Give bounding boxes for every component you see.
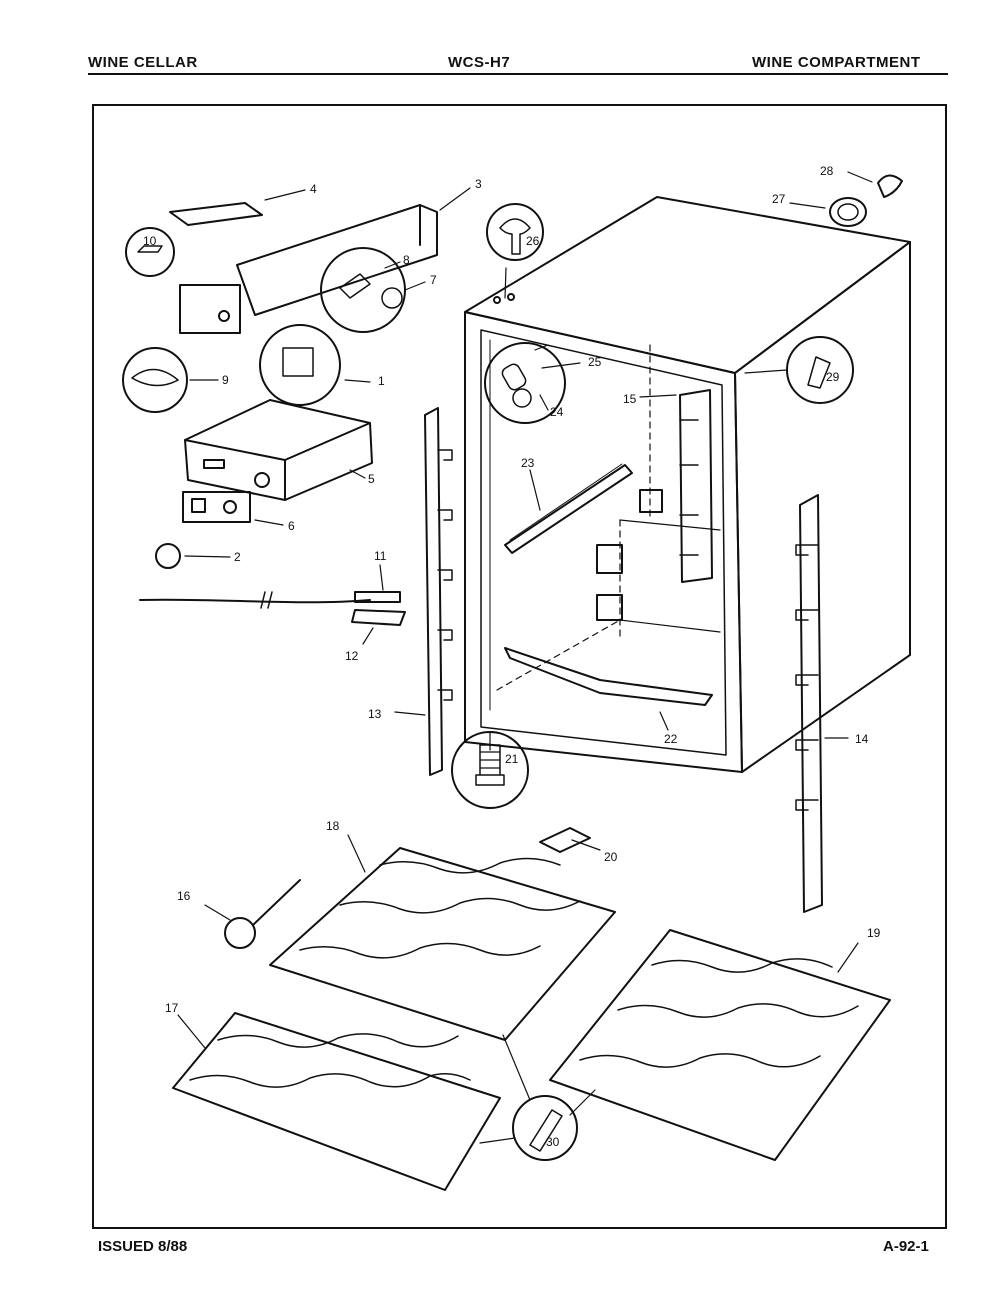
part-label-14: 14 [855,732,869,746]
part-label-24: 24 [550,405,564,419]
cabinet-body [464,196,911,773]
thermometer-dial [224,917,256,949]
part-label-8: 8 [403,253,410,267]
switch-plate [179,284,241,334]
part-label-3: 3 [475,177,482,191]
leveler-plate [539,827,591,853]
label-plate [169,202,263,226]
detail-circle-24-25 [484,342,566,424]
footer-page-code: A-92-1 [883,1238,929,1255]
shelf-bracket [504,647,713,706]
part-label-23: 23 [521,456,535,470]
header-model-number: WCS-H7 [448,54,511,71]
diagram-frame [92,104,947,1229]
part-label-19: 19 [867,926,881,940]
part-label-1: 1 [378,374,385,388]
part-label-11: 11 [374,549,387,563]
detail-circle-1 [259,324,341,406]
header-left-title: WINE CELLAR [88,54,198,71]
detail-circle-29 [786,336,854,404]
interior-bracket-middle [596,544,623,574]
left-side-rail [424,407,443,776]
part-label-20: 20 [604,850,618,864]
detail-circle-10 [125,227,175,277]
part-label-7: 7 [430,273,437,287]
detail-circle-26 [486,203,544,261]
interior-bracket-lower [596,594,623,621]
right-side-rail [799,494,823,913]
part-label-25: 25 [588,355,602,369]
wine-rack-18 [269,847,616,1041]
control-plate [182,491,251,523]
header-right-title: WINE COMPARTMENT [752,54,921,71]
mounting-clip [351,609,406,626]
part-label-18: 18 [326,819,340,833]
wine-rack-17 [172,1012,501,1191]
control-bracket [236,204,438,316]
part-label-26: 26 [526,234,540,248]
part-label-13: 13 [368,707,382,721]
detail-circle-9 [122,347,188,413]
knob-icon [155,543,181,569]
part-label-28: 28 [820,164,834,178]
part-label-17: 17 [165,1001,179,1015]
part-label-9: 9 [222,373,229,387]
sensor-wire [139,598,371,604]
leader-lines [177,171,873,1144]
part-label-21: 21 [505,752,519,766]
part-label-10: 10 [143,234,157,248]
part-label-27: 27 [772,192,786,206]
control-box [184,399,373,501]
part-label-5: 5 [368,472,375,486]
interior-rail [679,389,713,583]
wine-rack-19 [549,929,891,1161]
footer-issue-date: ISSUED 8/88 [98,1238,188,1255]
part-label-30: 30 [546,1135,560,1149]
part-label-2: 2 [234,550,241,564]
part-label-4: 4 [310,182,317,196]
part-label-16: 16 [177,889,191,903]
part-label-22: 22 [664,732,678,746]
part-label-15: 15 [623,392,637,406]
interior-bracket-top [639,489,663,513]
header-rule [88,73,948,75]
sensor-clip [354,591,401,603]
grommet-cap [877,174,903,198]
part-label-6: 6 [288,519,295,533]
detail-circle-30 [512,1095,578,1161]
grommet-ring [829,197,867,227]
part-label-12: 12 [345,649,359,663]
part-label-29: 29 [826,370,840,384]
shelf-support-rail [504,464,633,554]
